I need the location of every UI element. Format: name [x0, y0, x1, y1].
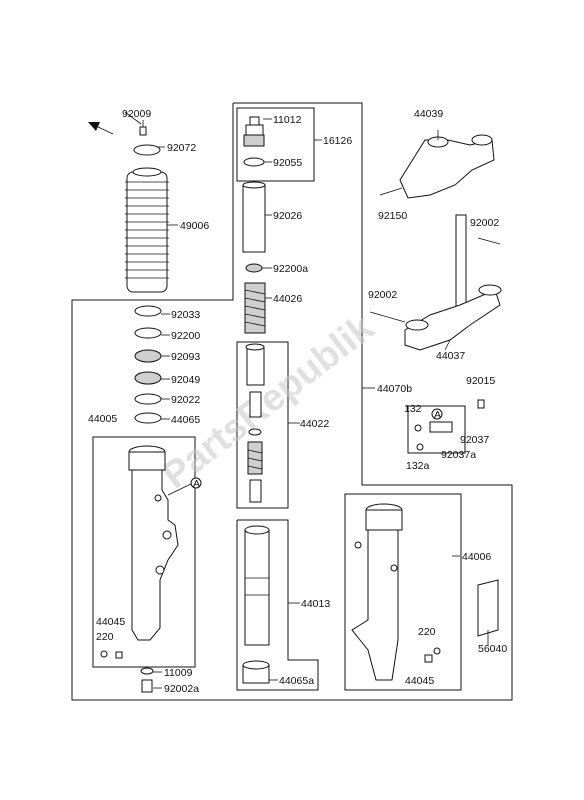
fork-cap: [243, 116, 265, 167]
fork-spring-upper: [244, 282, 266, 334]
label-44005: 44005: [88, 413, 117, 425]
right-outer-tube: [351, 503, 403, 681]
callout-a-right: A: [431, 408, 443, 421]
label-44026: 44026: [273, 293, 302, 305]
front-arrow-icon: [88, 122, 114, 135]
left-outer-tube: [128, 445, 179, 641]
label-92200a: 92200a: [273, 263, 308, 275]
label-92037: 92037: [460, 434, 489, 446]
fork-boot: [125, 167, 169, 293]
label-92002-mid: 92002: [368, 289, 397, 301]
label-44037: 44037: [436, 350, 465, 362]
inner-tube: [244, 525, 270, 646]
label-92033: 92033: [171, 309, 200, 321]
label-11009: 11009: [164, 667, 193, 679]
label-92026: 92026: [273, 210, 302, 222]
damper-cylinder: [245, 343, 265, 503]
label-16126: 16126: [323, 135, 352, 147]
label-44045-right: 44045: [405, 675, 434, 687]
clamp-detail-box: [407, 405, 466, 454]
cylinder-assembly-box: [236, 341, 289, 509]
label-44013: 44013: [301, 598, 330, 610]
cap-assembly-box: [236, 107, 315, 182]
part-labels: 92009 92072 49006 11012 16126 92055 9202…: [88, 108, 507, 695]
label-44022: 44022: [300, 418, 329, 430]
label-92049: 92049: [171, 374, 200, 386]
label-220-right: 220: [418, 626, 436, 638]
label-92055: 92055: [273, 157, 302, 169]
leader-lines: [124, 111, 489, 689]
label-44070b: 44070b: [377, 383, 412, 395]
label-132a: 132a: [406, 460, 430, 472]
label-92037a: 92037a: [441, 449, 476, 461]
slide-bushing: [242, 660, 270, 684]
label-92009: 92009: [122, 108, 151, 120]
reflector-plate: [477, 579, 499, 637]
label-132: 132: [404, 403, 422, 415]
label-44006: 44006: [462, 551, 491, 563]
hose-clamp: [414, 399, 485, 451]
label-92022: 92022: [171, 394, 200, 406]
damper-assembly-box: [236, 519, 319, 691]
assembly-outline: [71, 102, 513, 701]
svg-text:A: A: [193, 478, 200, 490]
label-92150: 92150: [378, 210, 407, 222]
label-44045-left: 44045: [96, 616, 125, 628]
label-92072: 92072: [167, 142, 196, 154]
label-44039: 44039: [414, 108, 443, 120]
washer-92200a: [245, 263, 263, 273]
steering-stem: [369, 214, 502, 351]
label-92002-top: 92002: [470, 217, 499, 229]
label-11012: 11012: [273, 114, 302, 126]
right-drain-screw: [424, 647, 441, 663]
callout-a-left: A: [167, 477, 202, 496]
label-44065: 44065: [171, 414, 200, 426]
bottom-bolt: [140, 667, 154, 693]
left-drain-screw: [100, 650, 123, 659]
label-92015: 92015: [466, 375, 495, 387]
label-92002a: 92002a: [164, 683, 199, 695]
boot-clamp: [133, 120, 161, 156]
label-56040: 56040: [478, 643, 507, 655]
upper-bracket: [379, 134, 495, 199]
spacer-tube: [242, 181, 266, 253]
svg-text:A: A: [434, 409, 441, 421]
label-220-left: 220: [96, 631, 114, 643]
right-outer-tube-box: [344, 493, 462, 691]
left-outer-tube-box: [92, 436, 196, 668]
label-92200: 92200: [171, 330, 200, 342]
seal-stack: [134, 305, 162, 424]
label-49006: 49006: [180, 220, 209, 232]
label-44065a: 44065a: [279, 675, 314, 687]
label-92093: 92093: [171, 351, 200, 363]
